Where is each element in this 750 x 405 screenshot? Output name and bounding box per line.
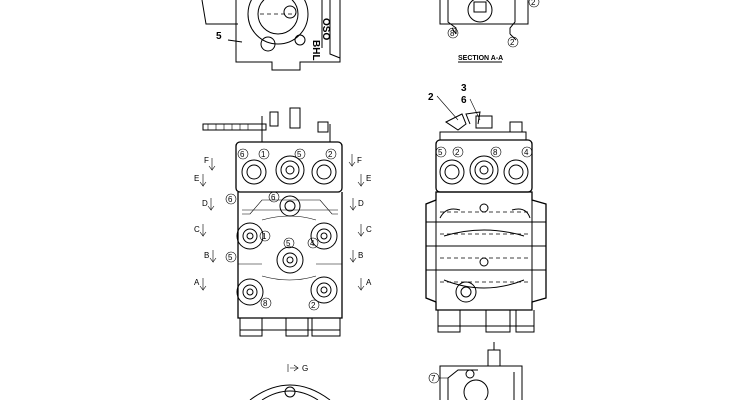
left-callout-5c: 5 (228, 253, 233, 262)
section-callout-2b: 2 (510, 38, 515, 47)
left-callout-1a: 1 (261, 150, 266, 159)
right-callout-5: 5 (438, 148, 443, 157)
left-callout-1b: 1 (262, 232, 267, 241)
bottom-left-view: G (249, 364, 331, 401)
marker-e-left: E (194, 174, 199, 183)
marker-b-right: B (358, 251, 363, 260)
right-main-view: 2 3 6 5 2 8 4 (425, 83, 547, 333)
side-text-oso: OSO (320, 18, 331, 40)
marker-a-right: A (366, 278, 372, 287)
left-callout-8: 8 (263, 299, 268, 308)
marker-d-right: D (358, 199, 364, 208)
section-markers-right: F E D C B A (348, 154, 372, 291)
left-callout-4: 4 (310, 239, 315, 248)
left-main-view: 6 1 5 2 6 6 1 5 4 5 8 2 F E D C B A F (194, 107, 372, 337)
section-markers-left: F E D C B A (194, 156, 217, 291)
left-callout-6b: 6 (228, 195, 233, 204)
right-callout-2: 2 (455, 148, 460, 157)
right-callout-4: 4 (524, 148, 529, 157)
right-label-3: 3 (461, 83, 467, 94)
marker-a-left: A (194, 278, 200, 287)
side-text-bhl: BHL (310, 40, 321, 61)
section-a-a-view: 2 8 2 SECTION A-A (439, 0, 540, 63)
marker-b-left: B (204, 251, 209, 260)
left-callout-5b: 5 (286, 239, 291, 248)
left-callout-2b: 2 (311, 301, 316, 310)
bottom-callout-7: 7 (431, 374, 436, 383)
marker-g: G (302, 364, 308, 373)
top-left-view: 5 OSO BHL (201, 0, 341, 71)
left-callout-6a: 6 (240, 150, 245, 159)
marker-c-left: C (194, 225, 200, 234)
bottom-right-view: 7 (428, 342, 523, 405)
callout-5-top: 5 (216, 31, 222, 42)
right-label-6: 6 (461, 95, 467, 106)
marker-f-left: F (204, 156, 209, 165)
right-label-2: 2 (428, 92, 434, 103)
marker-e-right: E (366, 174, 371, 183)
marker-c-right: C (366, 225, 372, 234)
left-callout-5a: 5 (297, 150, 302, 159)
marker-f-right: F (357, 156, 362, 165)
marker-d-left: D (202, 199, 208, 208)
section-callout-2a: 2 (531, 0, 536, 7)
right-callout-8: 8 (493, 148, 498, 157)
left-callout-2a: 2 (328, 150, 333, 159)
section-callout-8: 8 (450, 29, 455, 38)
left-callout-6c: 6 (271, 193, 276, 202)
section-title: SECTION A-A (458, 55, 503, 62)
